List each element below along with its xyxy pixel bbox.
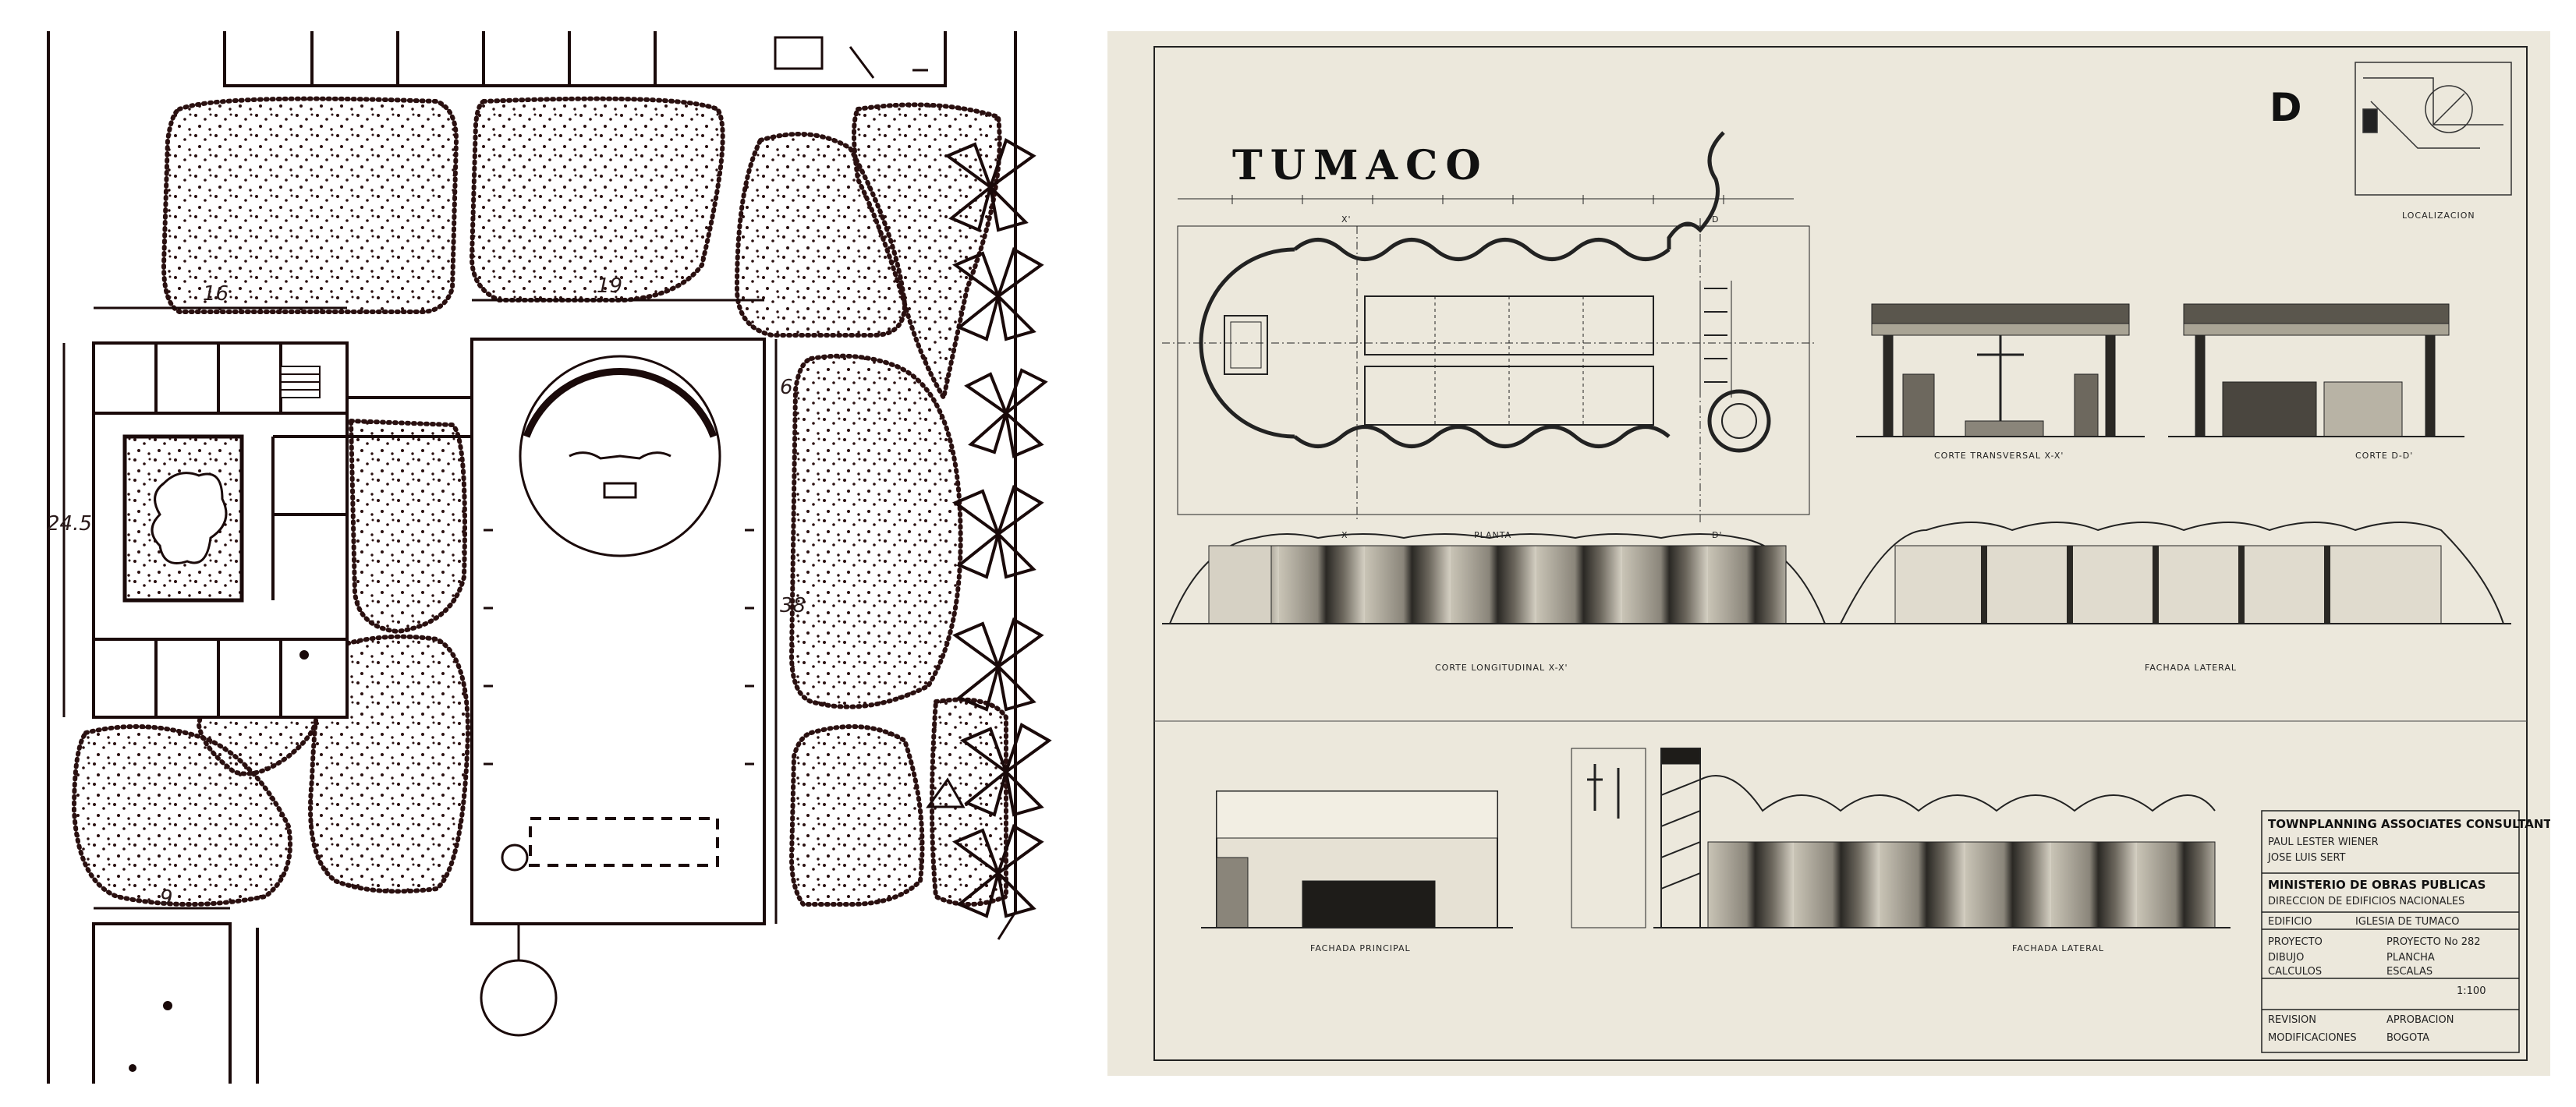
tb-architect-2: JOSE LUIS SERT [2267, 852, 2346, 864]
side-elevation-1 [1833, 522, 2511, 624]
cross-section [1856, 303, 2145, 437]
architectural-sheet: TUMACO D LOCALIZACION [1107, 31, 2560, 1076]
tb-dibujo-value: PLANCHA [2386, 952, 2435, 964]
sheet-letter: D [2270, 85, 2302, 130]
location-map [2355, 62, 2512, 196]
dim-6: 6 [780, 376, 793, 399]
label-fachada-lateral-2: FACHADA LATERAL [2012, 943, 2104, 953]
floor-plan [1162, 131, 1817, 522]
tb-edificio-value: IGLESIA DE TUMACO [2355, 916, 2459, 928]
tree-symbols [926, 138, 1052, 918]
church-plan [470, 338, 766, 1037]
tb-architect-1: PAUL LESTER WIENER [2268, 836, 2379, 848]
label-corte-dd: CORTE D-D' [2355, 451, 2413, 461]
dim-9: 9 [160, 886, 173, 910]
site-corner-line [997, 911, 1017, 940]
dim-19: 19 [597, 274, 622, 298]
architectural-sheet-svg: TUMACO D LOCALIZACION [1153, 46, 2560, 1061]
label-fachada-lateral-1: FACHADA LATERAL [2145, 663, 2237, 673]
tb-modificaciones: MODIFICACIONES [2268, 1032, 2357, 1044]
side-elevation-2 [1653, 748, 2231, 928]
dimension-lines [62, 299, 778, 924]
main-elevation [1201, 748, 1646, 928]
garden-areas [71, 96, 1008, 907]
site-plan-sketch: 16 19 24.5 6 38 9 [31, 31, 1076, 1084]
mark-d-top: D [1712, 214, 1719, 225]
title-block [2261, 810, 2520, 1053]
tb-dibujo: DIBUJO [2268, 952, 2304, 964]
top-building-row [223, 31, 947, 87]
dim-16: 16 [203, 282, 229, 306]
longitudinal-section [1162, 533, 1833, 624]
dim-24-5: 24.5 [47, 512, 92, 536]
site-plan-svg: 16 19 24.5 6 38 9 [47, 31, 1052, 1084]
tb-calculos: CALCULOS [2268, 966, 2322, 978]
bottom-left-building [92, 922, 259, 1084]
dim-38: 38 [780, 594, 806, 617]
section-dd [2168, 303, 2464, 437]
left-building-cloister [92, 341, 472, 719]
label-localizacion: LOCALIZACION [2402, 210, 2475, 221]
tb-aprobacion: APROBACION [2386, 1014, 2454, 1026]
tb-revision: REVISION [2268, 1014, 2316, 1026]
tb-escala-value: 1:100 [2457, 985, 2486, 997]
drawing-title: TUMACO [1232, 142, 1489, 189]
tb-proyecto: PROYECTO [2268, 936, 2323, 948]
tb-proyecto-value: PROYECTO No 282 [2386, 936, 2481, 948]
label-planta: PLANTA [1474, 530, 1511, 540]
tb-firm: TOWNPLANNING ASSOCIATES CONSULTANTS [2268, 817, 2550, 831]
tb-escalas: ESCALAS [2386, 966, 2432, 978]
tb-bogota: BOGOTA [2386, 1032, 2429, 1044]
tb-edificio: EDIFICIO [2268, 916, 2312, 928]
label-corte-transversal: CORTE TRANSVERSAL X-X' [1934, 451, 2064, 461]
mark-x-top: X' [1341, 214, 1352, 225]
label-fachada-principal: FACHADA PRINCIPAL [1310, 943, 1411, 953]
sheet-frame [1153, 46, 2528, 1061]
tb-ministry: MINISTERIO DE OBRAS PUBLICAS [2268, 878, 2486, 892]
tb-directorate: DIRECCION DE EDIFICIOS NACIONALES [2268, 896, 2464, 907]
label-corte-longitudinal: CORTE LONGITUDINAL X-X' [1435, 663, 1568, 673]
